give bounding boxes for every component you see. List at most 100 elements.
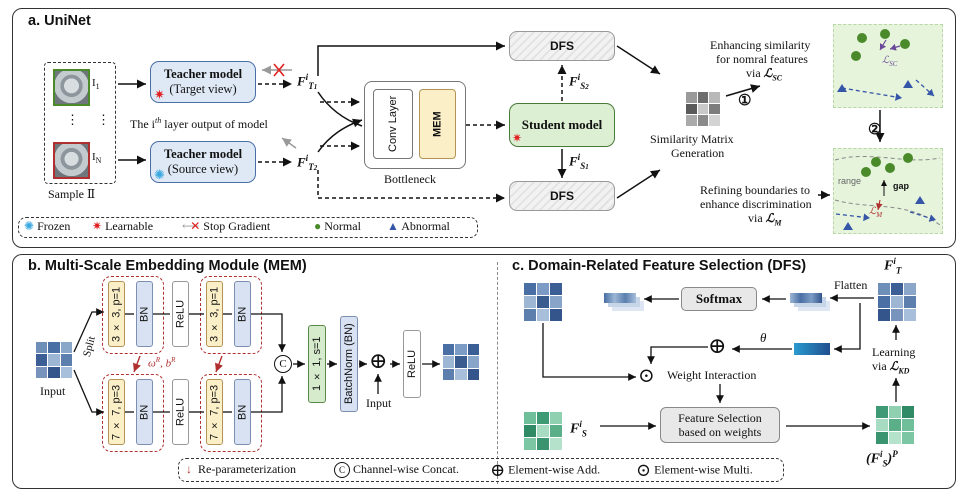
legend-normal: ● Normal xyxy=(314,219,361,233)
legend-a xyxy=(18,217,478,238)
dfs-top: DFS xyxy=(509,31,615,61)
reparam-group-bottom-right xyxy=(200,374,262,452)
lsc-label: ℒSC xyxy=(882,55,898,68)
conv3x3-top-2: 3 × 3, p=1 xyxy=(206,281,223,347)
step-1: ① xyxy=(738,93,752,109)
range-label: range xyxy=(838,176,862,186)
legend-abnormal: ▲ Abnormal xyxy=(387,219,450,233)
sample-box xyxy=(44,62,116,184)
via-kd-label: via ℒKD xyxy=(872,359,910,376)
panel-divider xyxy=(497,262,498,484)
reparam-params: ωR, bR xyxy=(148,356,176,370)
feature-space-bottom xyxy=(833,148,943,234)
fs2-label: FiS2 xyxy=(569,72,589,91)
softmax-vector xyxy=(604,293,636,303)
gap-label: gap xyxy=(893,181,910,191)
layer-output-label: The ith layer output of model xyxy=(130,116,268,131)
flattened-vector xyxy=(790,293,822,303)
sample-image-1 xyxy=(53,69,90,106)
legend-learnable: ✷ Learnable xyxy=(92,219,154,233)
reparam-arrow-icon: ↓ xyxy=(186,462,192,476)
legend-concat: C Channel-wise Concat. xyxy=(334,462,459,479)
frozen-icon: ✺ xyxy=(154,167,165,182)
bn-top-1: BN xyxy=(136,281,153,347)
frozen-legend-icon: ✺ xyxy=(24,219,35,233)
student-model xyxy=(509,103,615,147)
enhancing-text-1: Enhancing similarity xyxy=(710,38,811,52)
learnable-legend-icon: ✷ xyxy=(92,219,103,233)
refining-text-2: enhance discrimination xyxy=(700,197,812,211)
abnormal-legend-icon: ▲ xyxy=(387,219,399,233)
bottleneck-box xyxy=(364,81,466,169)
bn-top-2: BN xyxy=(234,281,251,347)
dfs-weighted-matrix xyxy=(524,283,562,321)
refining-text-3: via ℒM xyxy=(748,211,782,228)
relu-final: ReLU xyxy=(403,330,421,398)
feature-selection-line2: based on weights xyxy=(678,425,762,439)
bottleneck-label: Bottleneck xyxy=(384,172,436,186)
enhancing-text-3: via ℒSC xyxy=(746,66,783,83)
teacher-model-target: Teacher model (Target view) xyxy=(150,61,256,103)
batchnorm-block: BatchNorm (BN) xyxy=(340,316,358,412)
mem-output-matrix xyxy=(443,344,479,380)
fs1-label: FiS1 xyxy=(569,152,589,171)
sample-image-n-label: IN xyxy=(92,151,102,166)
theta-label: θ xyxy=(760,330,767,345)
dfs-ft-label: FiT xyxy=(884,256,902,276)
learning-label: Learning xyxy=(872,345,916,359)
similarity-label-2: Generation xyxy=(671,146,725,160)
dfs-fs-matrix xyxy=(524,412,562,450)
dfs-fs-label: FiS xyxy=(570,419,587,439)
relu-bottom: ReLU xyxy=(172,379,189,445)
similarity-label-1: Similarity Matrix xyxy=(650,132,734,146)
conv7x7-bottom-2: 7 × 7, p=3 xyxy=(206,379,223,445)
dfs-add-symbol: ⊕ xyxy=(708,333,727,358)
conv-layer: Conv Layer xyxy=(373,89,413,159)
teacher-model-source: Teacher model (Source view) xyxy=(150,141,256,183)
legend-multi: ⊙ Element-wise Multi. xyxy=(636,460,753,480)
conv3x3-top-1: 3 × 3, p=1 xyxy=(108,281,125,347)
stop-gradient-legend-icon: ⟵ xyxy=(182,219,200,233)
ft2-label: FiT2 xyxy=(297,153,318,172)
enhancing-text-2: for nomral features xyxy=(716,52,808,66)
concat-symbol: C xyxy=(274,355,292,373)
theta-vector xyxy=(794,343,830,355)
bn-bottom-1: BN xyxy=(136,379,153,445)
add-legend-icon: ⊕ xyxy=(490,460,506,480)
mem-input-bottom-label: Input xyxy=(366,396,392,410)
mem-input-matrix xyxy=(36,342,72,378)
learnable-icon: ✷ xyxy=(154,87,165,102)
conv7x7-bottom-1: 7 × 7, p=3 xyxy=(108,379,125,445)
teacher-source-title: Teacher model xyxy=(163,147,243,161)
dots-left: ⋮ xyxy=(66,112,79,127)
relu-top: ReLU xyxy=(172,281,189,347)
legend-stop-gradient: ⟵✕ Stop Gradient xyxy=(182,219,271,233)
sample-image-1-label: I1 xyxy=(92,77,100,92)
lm-label: ℒM xyxy=(869,206,883,219)
dfs-multi-symbol: ⊙ xyxy=(638,365,655,387)
bn-bottom-2: BN xyxy=(234,379,251,445)
sample-image-n xyxy=(53,142,90,179)
dfs-bottom: DFS xyxy=(509,181,615,211)
teacher-target-title: Teacher model xyxy=(163,67,243,81)
similarity-matrix-icon xyxy=(686,92,720,126)
dots-right: ⋮ xyxy=(97,112,110,127)
mem-input-label: Input xyxy=(40,384,66,398)
panel-c-title: c. Domain-Related Feature Selection (DFS… xyxy=(512,258,807,274)
mem-block: MEM xyxy=(419,89,456,159)
flatten-label: Flatten xyxy=(834,278,868,292)
legend-frozen: ✺ Frozen xyxy=(24,219,71,233)
dfs-ft-matrix xyxy=(878,283,916,321)
sample-label: Sample Ⅱ xyxy=(48,187,96,201)
multi-legend-icon: ⊙ xyxy=(636,460,652,480)
teacher-target-sub: (Target view) xyxy=(169,82,237,96)
add-symbol: ⊕ xyxy=(369,348,388,373)
weight-interaction-label: Weight Interaction xyxy=(667,368,757,382)
dfs-fsp-matrix xyxy=(876,406,914,444)
student-label: Student model xyxy=(521,117,603,132)
feature-selection-box: Feature Selection based on weights xyxy=(660,407,780,443)
step-2: ② xyxy=(868,122,882,138)
student-learnable-icon: ✷ xyxy=(512,131,523,145)
softmax-box: Softmax xyxy=(681,287,757,311)
panel-a-title: a. UniNet xyxy=(28,13,91,29)
